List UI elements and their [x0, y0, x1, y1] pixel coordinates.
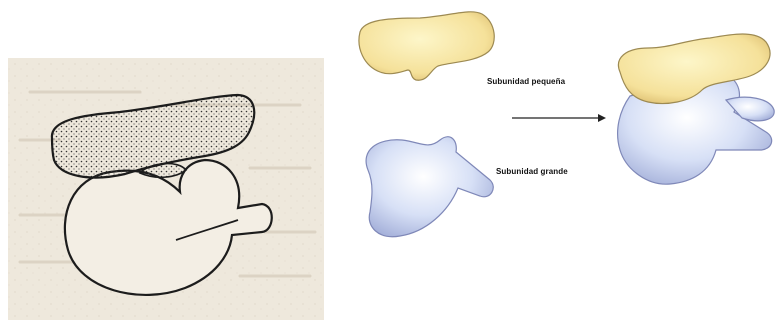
textbook-ribosome-drawing [0, 0, 330, 324]
large-subunit-blue [366, 137, 493, 237]
assembled-small-subunit [618, 34, 770, 104]
small-subunit-label: Subunidad pequeña [487, 77, 565, 86]
assembly-arrow [512, 114, 606, 122]
small-subunit-yellow [359, 12, 494, 80]
large-subunit-label: Subunidad grande [496, 167, 568, 176]
colored-ribosome-diagram [330, 0, 778, 324]
